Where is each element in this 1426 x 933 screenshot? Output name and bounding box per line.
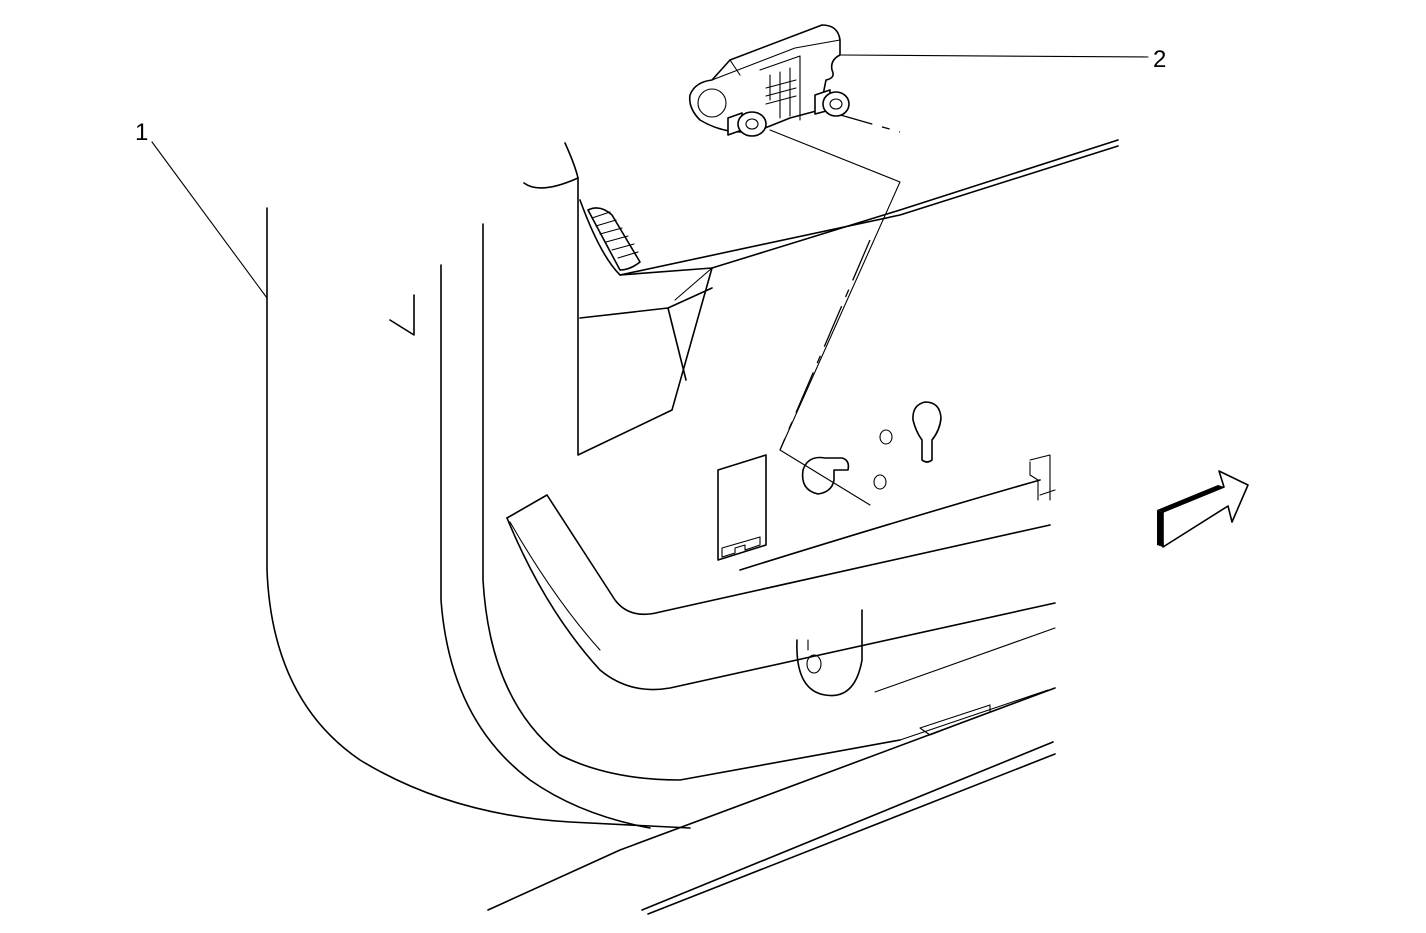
door-inner-frame xyxy=(523,139,1119,501)
armrest xyxy=(506,494,1056,697)
side-impact-sensor xyxy=(688,24,850,137)
leader-line-1 xyxy=(151,141,268,299)
door-outer-panel xyxy=(266,207,901,829)
leader-lines xyxy=(151,54,1149,299)
panel-tick-mark xyxy=(389,294,415,336)
forward-arrow-icon xyxy=(1157,470,1249,548)
mounting-holes xyxy=(801,401,942,495)
alignment-lines xyxy=(769,111,901,506)
callout-1: 1 xyxy=(135,119,148,146)
leader-line-2 xyxy=(839,54,1149,58)
belt-rail xyxy=(739,479,1041,571)
callout-2: 2 xyxy=(1153,46,1166,73)
door-sill xyxy=(487,627,1056,915)
access-slot xyxy=(717,454,767,561)
